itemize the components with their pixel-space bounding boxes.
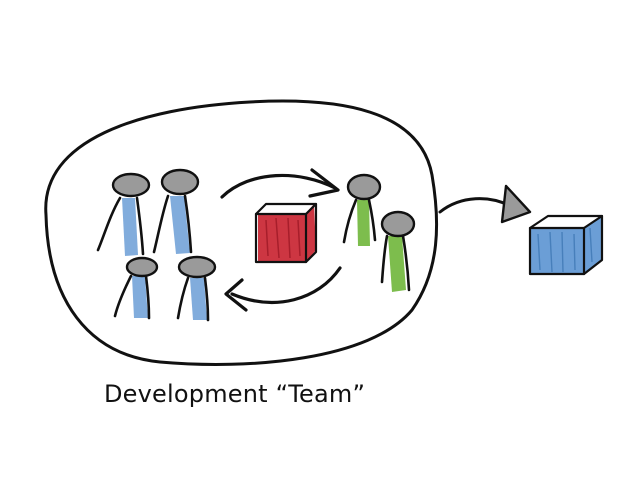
red-cube	[254, 202, 318, 264]
team-member-blue-3	[113, 256, 159, 320]
team-member-blue-1	[96, 172, 151, 256]
blue-cube	[528, 214, 604, 276]
delivery-arrow	[438, 184, 532, 224]
team-member-green-1	[342, 173, 382, 246]
team-member-blue-4	[176, 255, 217, 322]
team-boundary	[44, 99, 439, 366]
diagram-caption: Development “Team”	[104, 380, 366, 408]
cycle-arrow-top	[220, 168, 340, 199]
cycle-arrow-bottom	[224, 266, 342, 312]
team-member-blue-2	[152, 168, 200, 254]
team-member-green-2	[380, 210, 416, 292]
